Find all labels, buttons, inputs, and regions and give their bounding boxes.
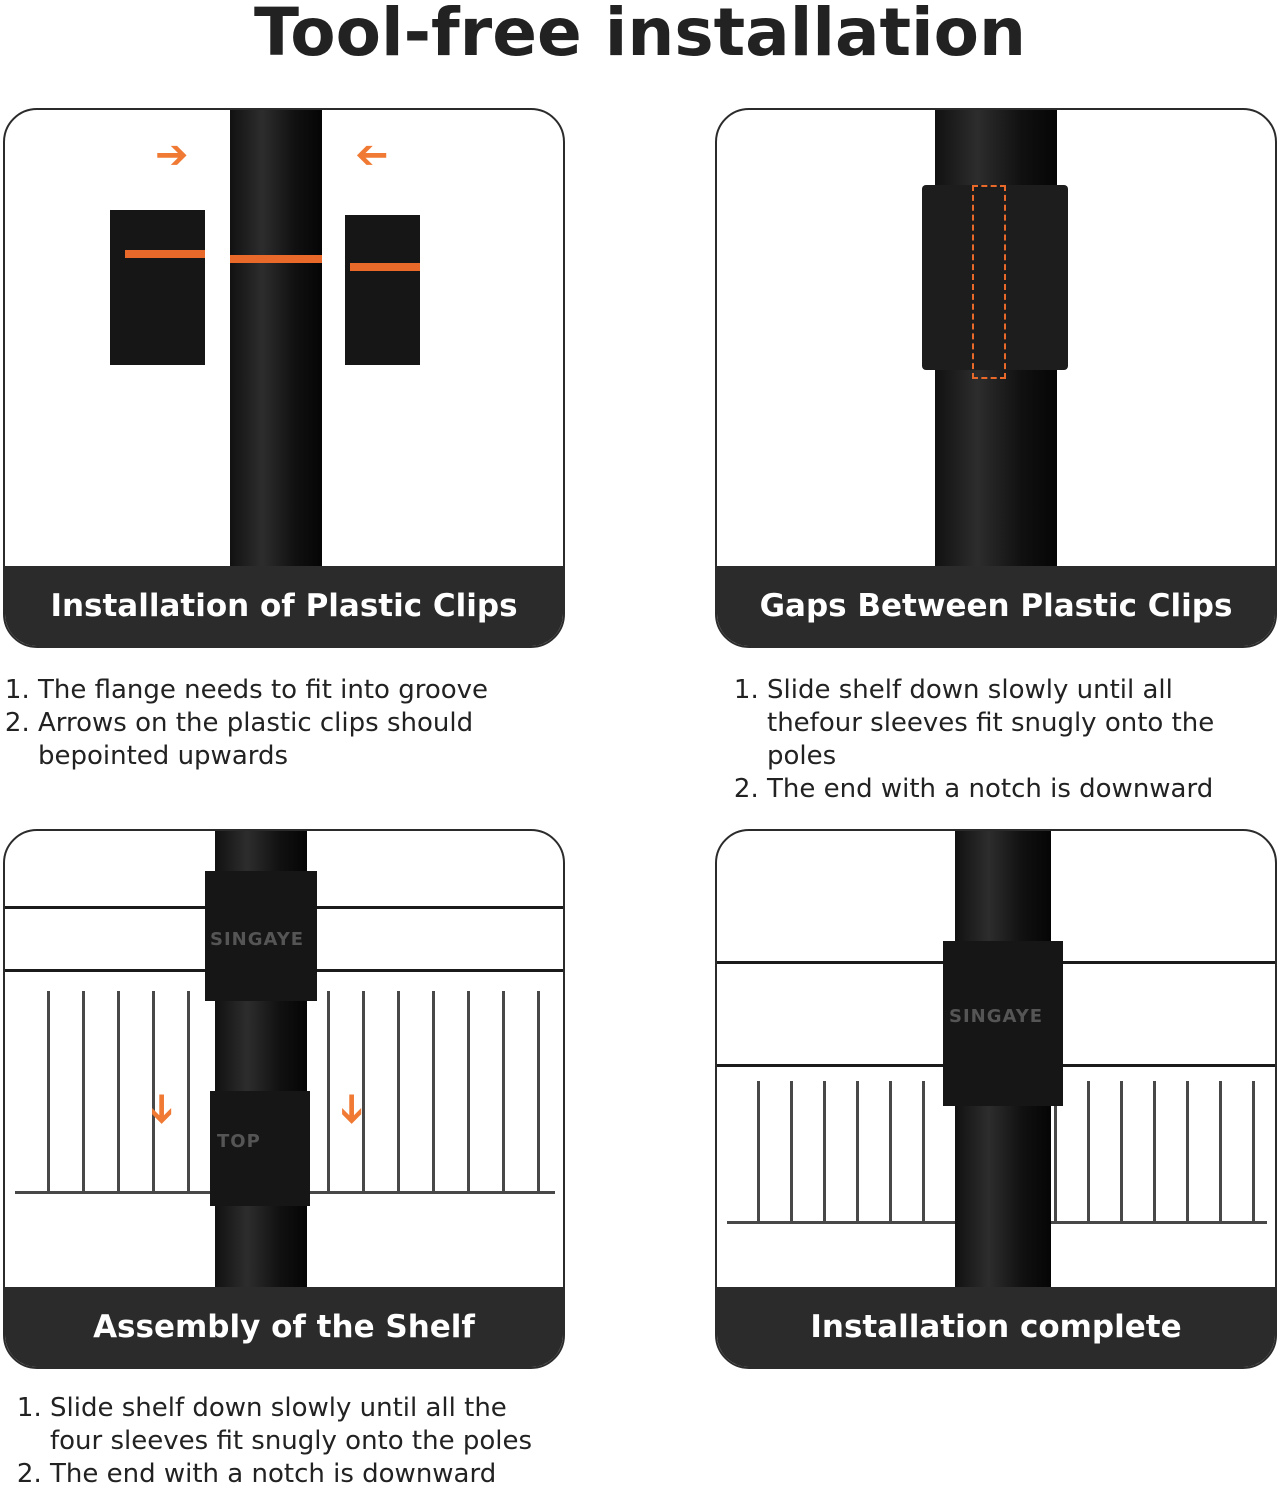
arrow-down-icon: ➔ <box>138 1092 185 1126</box>
clip-flange-right <box>350 263 420 271</box>
panel-complete: SINGAYE Installation complete <box>715 829 1277 1369</box>
groove-highlight <box>230 255 322 263</box>
note: The flange needs to fit into groove <box>38 674 568 707</box>
arrow-right-icon: ➔ <box>155 132 189 178</box>
brand-mark: SINGAYE <box>949 1006 1044 1027</box>
notes-assembly: Slide shelf down slowly until all the fo… <box>20 1392 560 1491</box>
clip-image <box>210 1091 310 1206</box>
panel-label: Assembly of the Shelf <box>5 1287 563 1367</box>
page-title: Tool-free installation <box>254 0 1026 71</box>
notes-plastic-clips: The flange needs to fit into grooveArrow… <box>8 674 568 773</box>
gap-highlight <box>972 185 1006 379</box>
arrow-left-icon: ➔ <box>355 132 389 178</box>
top-mark: TOP <box>217 1131 261 1152</box>
panel-label: Gaps Between Plastic Clips <box>717 566 1275 646</box>
pole-image <box>230 110 322 570</box>
sleeve-image <box>205 871 317 1001</box>
panel-label: Installation of Plastic Clips <box>5 566 563 646</box>
brand-mark: SINGAYE <box>210 929 305 950</box>
notes-gaps: Slide shelf down slowly until all thefou… <box>737 674 1257 806</box>
clip-flange-left <box>125 250 205 258</box>
note: The end with a notch is downward <box>50 1458 560 1491</box>
note: Arrows on the plastic clips should bepoi… <box>38 707 568 773</box>
sleeve-image <box>943 941 1063 1106</box>
arrow-down-icon: ➔ <box>328 1092 375 1126</box>
plastic-clip-right <box>345 215 420 365</box>
panel-label: Installation complete <box>717 1287 1275 1367</box>
panel-gaps: Gaps Between Plastic Clips <box>715 108 1277 648</box>
note: Slide shelf down slowly until all thefou… <box>767 674 1257 773</box>
panel-plastic-clips: ➔ ➔ Installation of Plastic Clips <box>3 108 565 648</box>
note: Slide shelf down slowly until all the fo… <box>50 1392 560 1458</box>
sleeve-image <box>922 185 1068 370</box>
note: The end with a notch is downward <box>767 773 1257 806</box>
plastic-clip-left <box>110 210 205 365</box>
panel-assembly: SINGAYE TOP ➔ ➔ Assembly of the Shelf <box>3 829 565 1369</box>
